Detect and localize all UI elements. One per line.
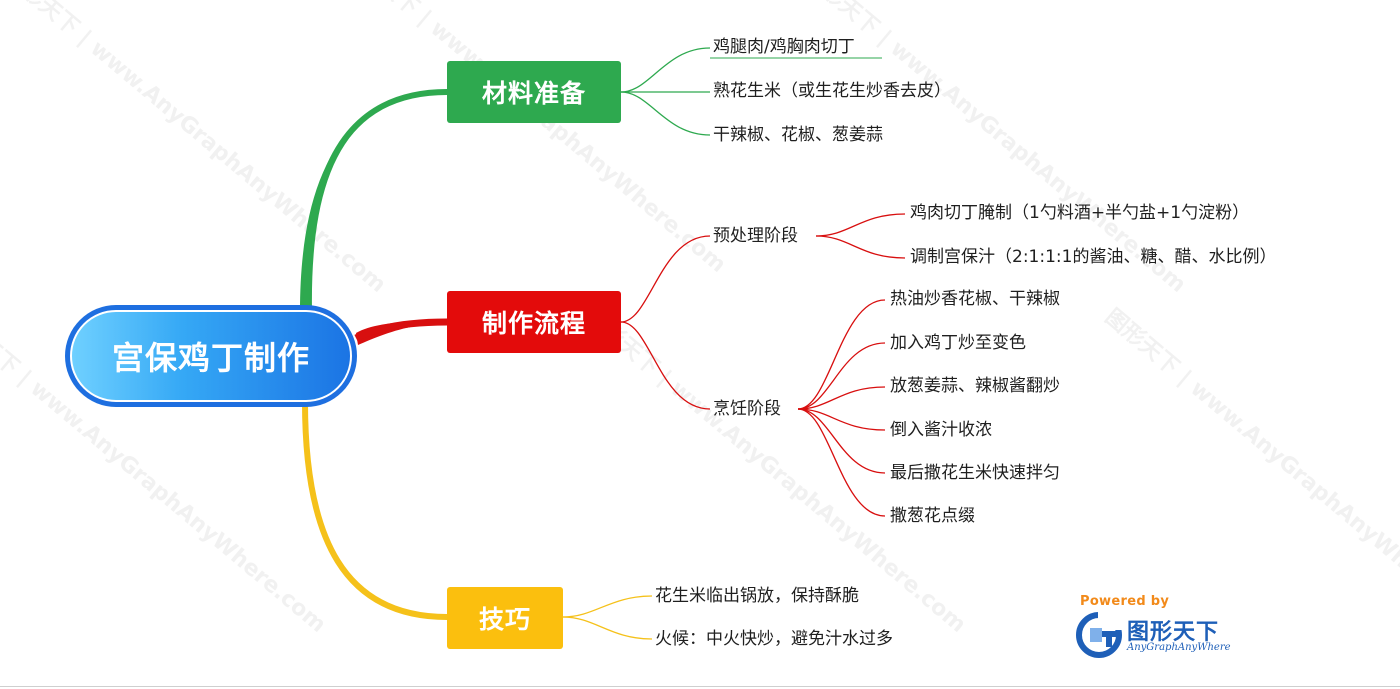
link-cook-leaf-1 bbox=[797, 299, 886, 410]
powered-by-text: Powered by bbox=[1080, 594, 1170, 609]
link-cook-leaf-3 bbox=[797, 386, 886, 410]
cook-leaf[interactable]: 热油炒香花椒、干辣椒 bbox=[890, 289, 1060, 309]
link-cook-leaf-4 bbox=[797, 408, 886, 431]
bottom-divider bbox=[0, 686, 1400, 687]
topic-process[interactable]: 制作流程 bbox=[447, 291, 621, 353]
process-stage-prep[interactable]: 预处理阶段 bbox=[713, 226, 798, 246]
materials-leaf[interactable]: 鸡腿肉/鸡胸肉切丁 bbox=[713, 37, 855, 57]
link-cook-leaf-2 bbox=[797, 342, 886, 410]
cook-leaf[interactable]: 放葱姜蒜、辣椒酱翻炒 bbox=[890, 376, 1060, 396]
link-root-tips-stroke bbox=[302, 401, 448, 620]
process-stage-cook[interactable]: 烹饪阶段 bbox=[713, 399, 781, 419]
link-cook-leaf-6 bbox=[797, 408, 886, 517]
cook-leaf[interactable]: 撒葱花点缀 bbox=[890, 506, 975, 526]
materials-leaf[interactable]: 熟花生米（或生花生炒香去皮） bbox=[713, 81, 951, 101]
logo-name: 图形天下 bbox=[1127, 620, 1220, 645]
cook-leaf[interactable]: 加入鸡丁炒至变色 bbox=[890, 333, 1026, 353]
link-root-materials-stroke bbox=[303, 89, 448, 313]
link-root-process-stroke bbox=[354, 318, 448, 342]
prep-leaf[interactable]: 鸡肉切丁腌制（1勺料酒+半勺盐+1勺淀粉） bbox=[910, 203, 1250, 223]
link-root-materials bbox=[300, 92, 447, 312]
link-process-cook bbox=[620, 321, 711, 410]
topic-materials[interactable]: 材料准备 bbox=[447, 61, 621, 123]
link-prep-leaf-1 bbox=[815, 213, 906, 237]
prep-leaf[interactable]: 调制宫保汁（2:1:1:1的酱油、糖、醋、水比例） bbox=[910, 247, 1277, 267]
link-tips-leaf-2 bbox=[562, 616, 653, 640]
logo-subtitle: AnyGraphAnyWhere bbox=[1127, 642, 1231, 653]
link-cook-leaf-5 bbox=[797, 408, 886, 474]
anygraph-logo-icon bbox=[1076, 612, 1122, 658]
cook-leaf[interactable]: 最后撒花生米快速拌匀 bbox=[890, 463, 1060, 483]
link-prep-leaf-2 bbox=[815, 235, 906, 259]
tips-leaf[interactable]: 火候：中火快炒，避免汁水过多 bbox=[655, 629, 893, 649]
link-materials-leaf-1 bbox=[620, 47, 711, 93]
link-process-prep bbox=[620, 235, 711, 323]
materials-leaf[interactable]: 干辣椒、花椒、葱姜蒜 bbox=[713, 125, 883, 145]
tips-leaf[interactable]: 花生米临出锅放，保持酥脆 bbox=[655, 586, 859, 606]
link-tips-leaf-1 bbox=[562, 595, 653, 618]
topic-tips[interactable]: 技巧 bbox=[447, 587, 563, 649]
cook-leaf[interactable]: 倒入酱汁收浓 bbox=[890, 420, 992, 440]
root-node[interactable]: 宫保鸡丁制作 bbox=[70, 310, 352, 402]
link-materials-leaf-3 bbox=[620, 91, 711, 136]
